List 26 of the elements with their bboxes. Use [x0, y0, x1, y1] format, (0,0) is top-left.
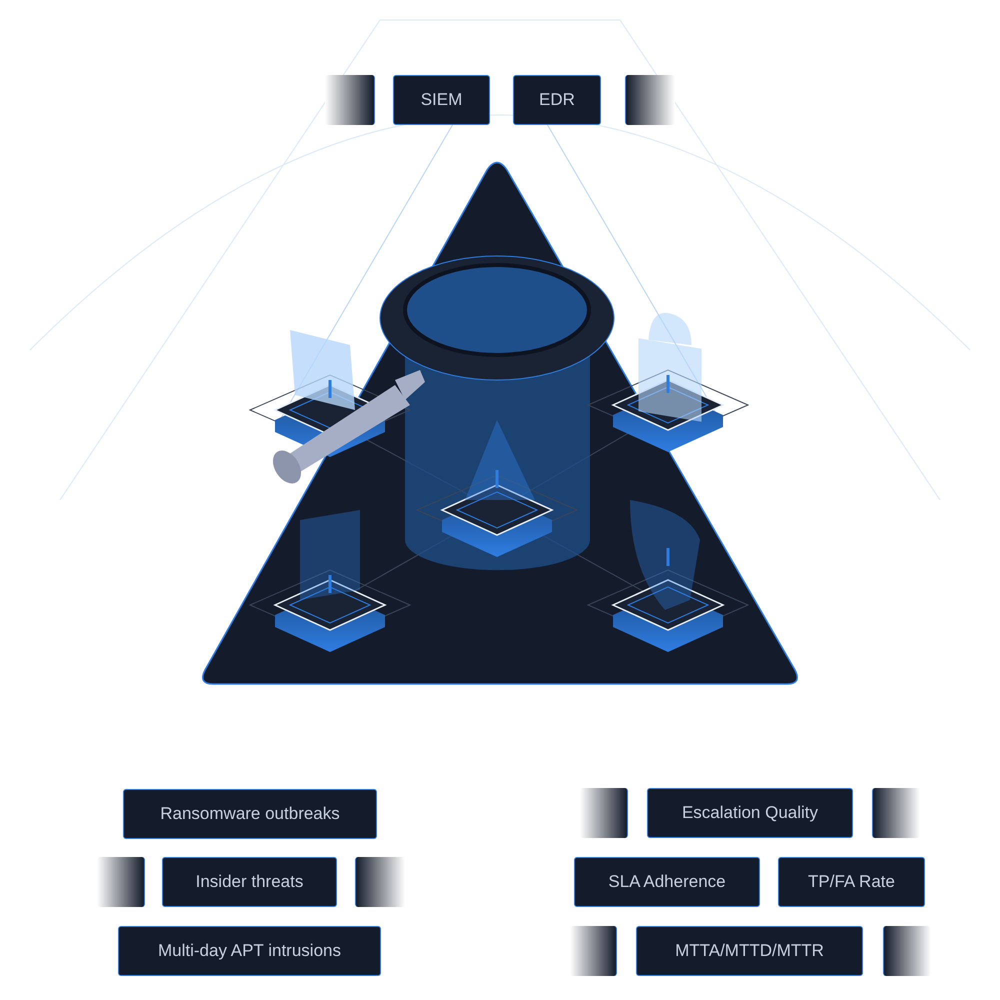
label-box — [393, 75, 490, 125]
label-box — [118, 926, 381, 976]
label-box — [574, 857, 760, 907]
box-label: EDR — [539, 90, 575, 110]
faded-box — [625, 75, 675, 125]
faded-box — [580, 788, 628, 838]
box-label: Multi-day APT intrusions — [158, 941, 341, 961]
label-box — [778, 857, 925, 907]
label-box — [123, 789, 377, 839]
faded-box — [570, 926, 617, 976]
box-label: Insider threats — [196, 872, 304, 892]
faded-box — [883, 926, 931, 976]
box-label: Ransomware outbreaks — [160, 804, 340, 824]
faded-box — [325, 75, 375, 125]
faded-box — [872, 788, 920, 838]
faded-box — [355, 857, 405, 907]
label-box — [647, 788, 853, 838]
label-box — [162, 857, 337, 907]
label-box — [636, 926, 863, 976]
box-label: SLA Adherence — [608, 872, 726, 892]
label-box — [513, 75, 601, 125]
box-label: MTTA/MTTD/MTTR — [675, 941, 824, 961]
box-label: SIEM — [420, 90, 462, 110]
box-label: TP/FA Rate — [808, 872, 895, 892]
box-label: Escalation Quality — [682, 803, 818, 823]
faded-box — [97, 857, 145, 907]
